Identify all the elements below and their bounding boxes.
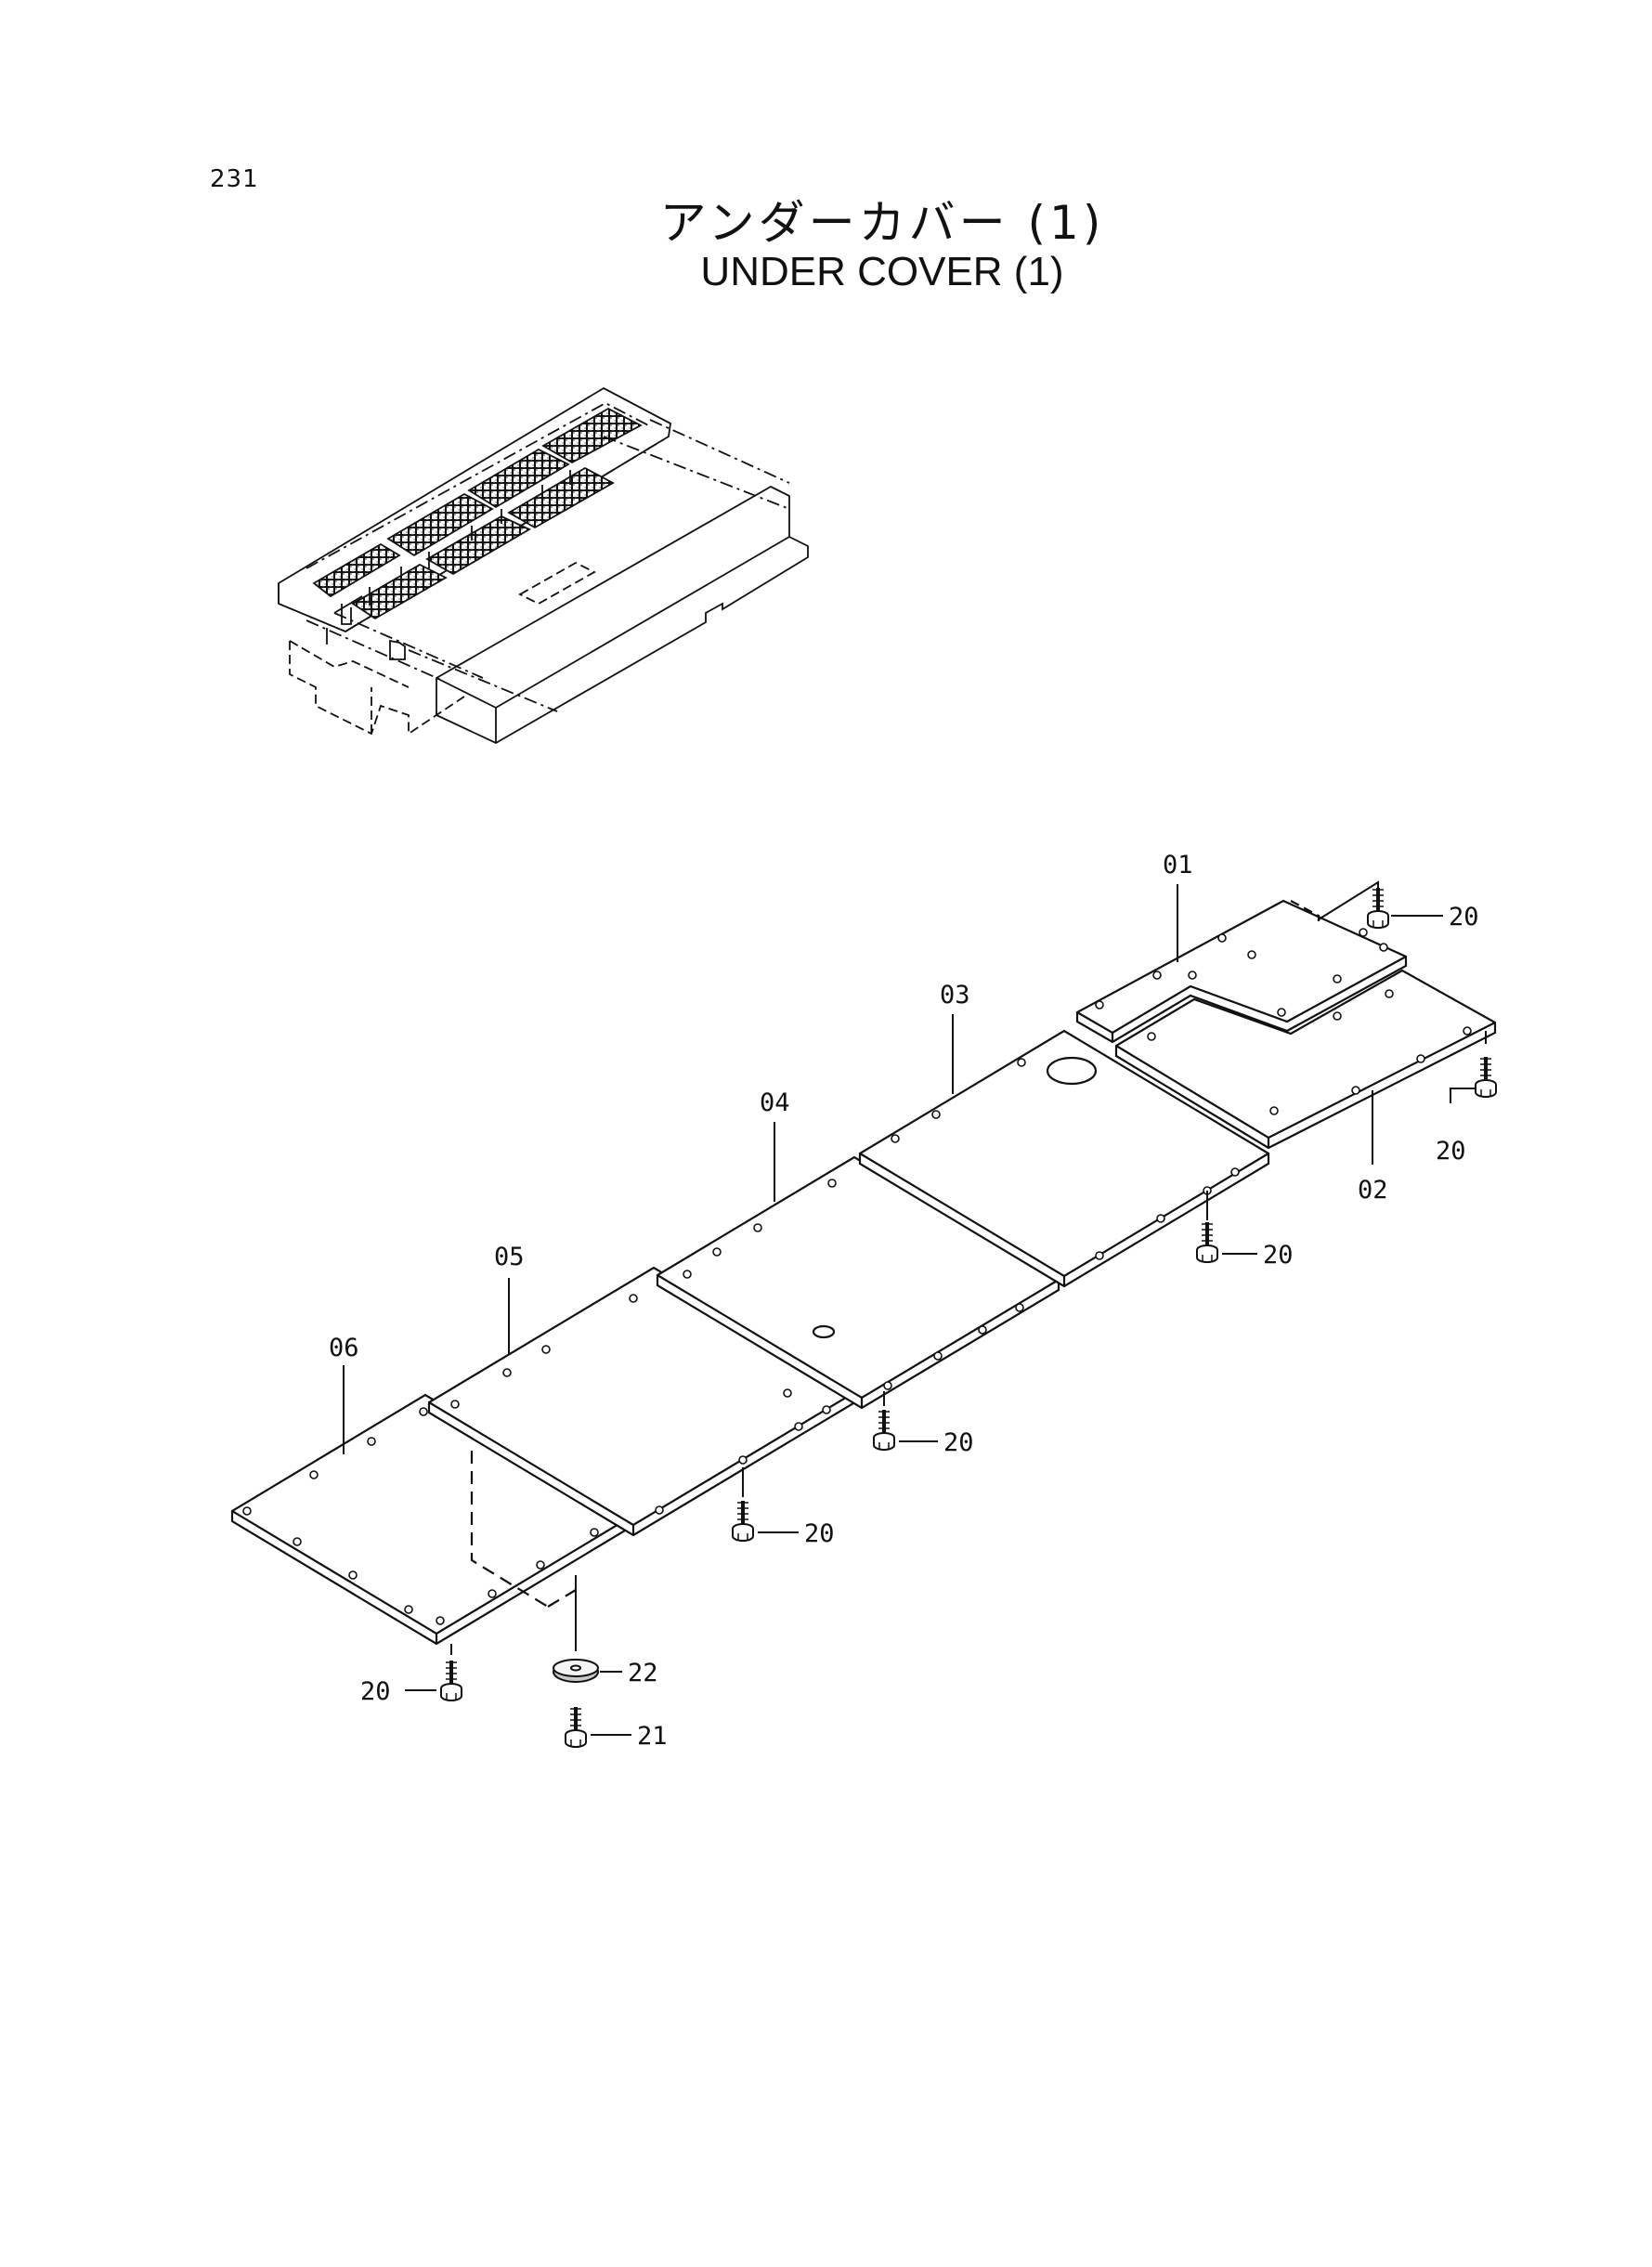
callout-20-top: 20: [1449, 903, 1479, 932]
title-japanese: アンダーカバー (1): [659, 196, 1105, 250]
callout-02: 02: [1358, 1176, 1388, 1205]
callout-20-plate05: 20: [804, 1519, 835, 1548]
callout-04: 04: [760, 1088, 790, 1117]
callout-20-right: 20: [1436, 1137, 1466, 1166]
callout-22: 22: [628, 1659, 658, 1687]
callout-03: 03: [940, 981, 970, 1010]
title-english: UNDER COVER (1): [700, 249, 1064, 294]
cover-plate-06: [230, 1393, 631, 1646]
cover-plate-02: [1114, 969, 1497, 1150]
location-sketch: [278, 386, 809, 745]
callout-05: 05: [494, 1243, 525, 1271]
callout-labels: 01 02 03 04 05 06 20 20 20 20 20 20 22 2…: [329, 851, 1479, 1751]
under-cover-plates: [230, 899, 1497, 1646]
page-number: 231: [210, 165, 259, 193]
cover-plate-01: [1075, 899, 1408, 1044]
callout-06: 06: [329, 1334, 359, 1362]
callout-20-plate03: 20: [1263, 1241, 1294, 1270]
callout-20-plate04: 20: [943, 1428, 974, 1457]
cover-plate-03: [858, 1029, 1270, 1288]
callout-21: 21: [637, 1722, 668, 1751]
fasteners: [343, 880, 1498, 1749]
callout-20-plate06: 20: [360, 1677, 391, 1706]
callout-01: 01: [1163, 851, 1193, 879]
